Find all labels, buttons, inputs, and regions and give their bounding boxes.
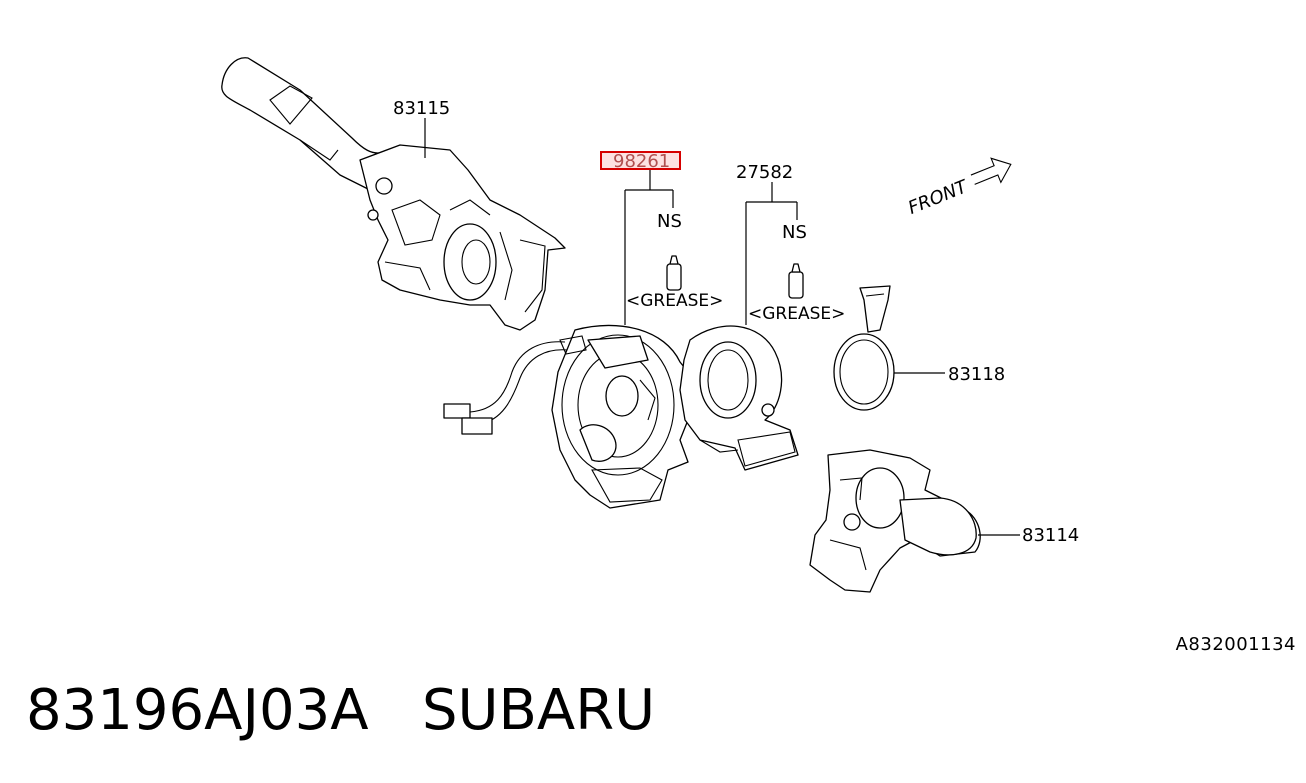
part-83118-drawing[interactable] (833, 285, 895, 411)
diagram-code: A832001134 (1175, 634, 1296, 655)
part-label-83115[interactable]: 83115 (393, 98, 450, 119)
grease-tube-a (666, 255, 682, 291)
part-label-83118[interactable]: 83118 (948, 364, 1005, 385)
part-98261-drawing[interactable] (443, 324, 689, 509)
highlight-box-98261 (600, 151, 681, 170)
front-label: FRONT (905, 176, 972, 219)
grease-tube-b (788, 263, 804, 299)
parts-diagram: FRONT 83115 98261 27582 83118 83114 NS N… (221, 57, 1079, 593)
part-label-83114[interactable]: 83114 (1022, 525, 1079, 546)
part-label-98261[interactable]: 98261 (613, 151, 670, 172)
caption-part-number: 83196AJ03A (26, 678, 369, 743)
caption: 83196AJ03A SUBARU (26, 683, 655, 739)
front-direction-indicator: FRONT (905, 157, 1012, 219)
ns-label-a: NS (657, 211, 682, 232)
grease-label-a: <GREASE> (626, 291, 723, 311)
ns-label-b: NS (782, 222, 807, 243)
leader-98261 (624, 168, 674, 325)
part-27582-drawing[interactable] (679, 325, 799, 471)
part-83114-drawing[interactable] (809, 449, 981, 593)
leader-27582 (745, 182, 798, 325)
part-label-27582[interactable]: 27582 (736, 162, 793, 183)
part-83115-drawing[interactable] (221, 57, 566, 331)
caption-brand: SUBARU (421, 678, 656, 743)
grease-label-b: <GREASE> (748, 304, 845, 324)
